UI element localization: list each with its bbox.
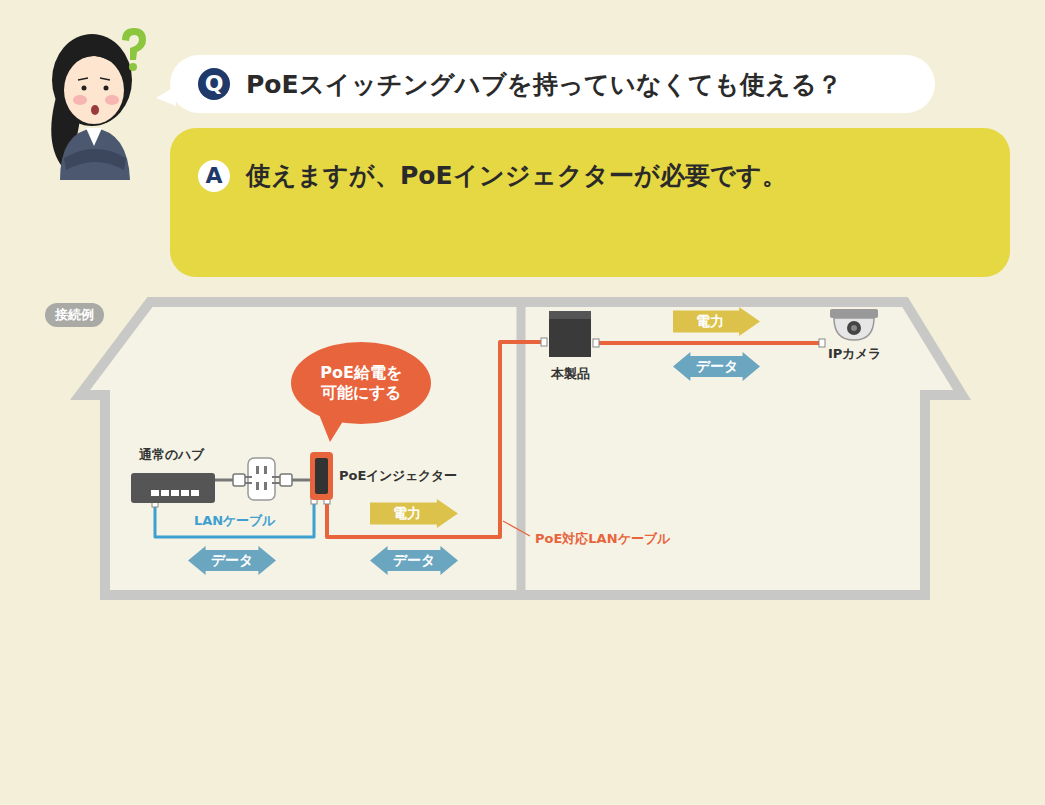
arrtext-text: 電力 xyxy=(393,505,421,523)
port xyxy=(191,490,199,496)
calltext-text: PoE給電を 可能にする xyxy=(311,363,411,403)
hub-body xyxy=(131,473,215,503)
devlabel-text: 本製品 xyxy=(551,365,590,383)
lan-plug xyxy=(593,339,599,347)
devlabel-text: 通常のハブ xyxy=(139,446,204,464)
product-top xyxy=(549,311,591,319)
wall-outlet xyxy=(248,458,275,500)
pilltext-text: 接続例 xyxy=(55,306,94,324)
house-outline xyxy=(80,302,962,595)
jacket xyxy=(60,128,130,180)
port xyxy=(181,490,189,496)
arrtext-text: データ xyxy=(696,358,738,376)
arrtext-text: データ xyxy=(393,552,435,570)
port xyxy=(161,490,169,496)
house-divider xyxy=(517,305,526,592)
amark-text: A xyxy=(198,160,230,192)
devlabel-text: PoEインジェクター xyxy=(339,467,457,485)
cable-label: PoE対応LANケーブル xyxy=(535,530,670,548)
cable-connector xyxy=(596,341,822,345)
hub-device: 通常のハブ xyxy=(131,446,215,503)
qtext-text: PoEスイッチングハブを持っていなくても使える？ xyxy=(246,68,842,101)
edge-label: LANケーブル xyxy=(191,512,278,530)
data-arrow: データ xyxy=(188,546,276,575)
callout-bubble: PoE給電を 可能にする xyxy=(291,342,431,424)
leader-line xyxy=(503,521,530,536)
devlabel-text: IPカメラ xyxy=(828,345,881,363)
question-bubble: Q PoEスイッチングハブを持っていなくても使える？ xyxy=(170,55,935,113)
arrtext-text: データ xyxy=(211,552,253,570)
port xyxy=(171,490,179,496)
lan-plug xyxy=(819,339,825,347)
atext-text: 使えますが、PoEインジェクターが必要です。 xyxy=(246,160,787,192)
injector-device: PoEインジェクター xyxy=(310,452,457,500)
product-device: 本製品 xyxy=(544,311,596,383)
data-arrow: データ xyxy=(370,546,458,575)
face xyxy=(64,56,124,124)
cam-body xyxy=(828,309,880,341)
cable-connector xyxy=(155,500,314,537)
qmark-text: Q xyxy=(198,68,230,100)
injector-panel xyxy=(315,458,328,494)
answer-box: A 使えますが、PoEインジェクターが必要です。 xyxy=(170,128,1010,277)
arrtext-text: 電力 xyxy=(696,313,724,331)
inj-body xyxy=(310,452,333,500)
data-arrow: データ xyxy=(673,352,760,381)
section-pill: 接続例 xyxy=(45,303,104,327)
port xyxy=(151,490,159,496)
question-mark-icon xyxy=(122,28,146,60)
prod-body xyxy=(549,311,591,357)
lan-plug xyxy=(541,338,547,346)
camera-dome xyxy=(828,309,880,341)
ip-camera: IPカメラ xyxy=(822,309,881,363)
